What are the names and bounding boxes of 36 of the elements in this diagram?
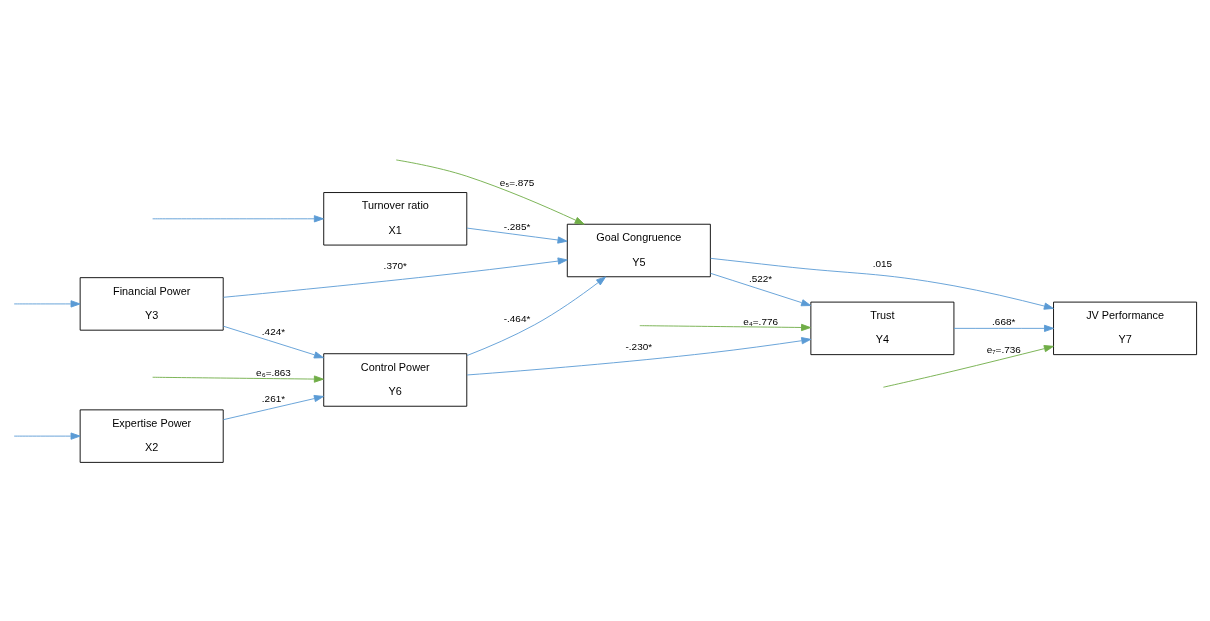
arrow: [223, 394, 324, 420]
edge-label: .370*: [383, 259, 407, 271]
arrow: [953, 324, 1054, 332]
arrow: [395, 159, 585, 225]
arrow: [152, 214, 324, 222]
node-box: Control Power Y6: [323, 352, 468, 407]
edge-label: e₆=.863: [256, 366, 291, 378]
arrow: [466, 336, 812, 375]
edge-label: .424*: [261, 325, 286, 337]
node-box: JV Performance Y7: [1053, 301, 1198, 355]
node-box: Financial Power Y3: [79, 276, 224, 331]
node-box: Turnover ratio X1: [323, 191, 468, 245]
edge-label: .522*: [748, 272, 773, 284]
arrow: [882, 344, 1054, 388]
arrow: [466, 227, 568, 244]
arrow: [152, 374, 324, 383]
arrow: [710, 257, 1054, 310]
arrow: [223, 325, 324, 358]
arrow: [466, 275, 607, 356]
edge-label: .015: [872, 257, 893, 269]
arrow: [13, 299, 81, 308]
arrow: [639, 323, 811, 331]
edge-label: .261*: [261, 392, 286, 404]
edge-label: -.464*: [503, 312, 531, 324]
edge-label: e₄=.776: [743, 315, 779, 327]
node-box: Trust Y4: [810, 301, 955, 355]
node-box: Expertise Power X2: [79, 408, 224, 463]
edge-label: .668*: [992, 315, 1016, 327]
arrow: [710, 272, 812, 306]
edge-label: e₇=.736: [986, 343, 1021, 355]
edge-label: e₅=.875: [499, 176, 535, 188]
edge-label: -.230*: [625, 340, 653, 352]
arrow: [13, 432, 81, 440]
node-box: Goal Congruence Y5: [566, 223, 711, 277]
arrow: [223, 256, 568, 298]
edge-label: -.285*: [503, 220, 531, 232]
